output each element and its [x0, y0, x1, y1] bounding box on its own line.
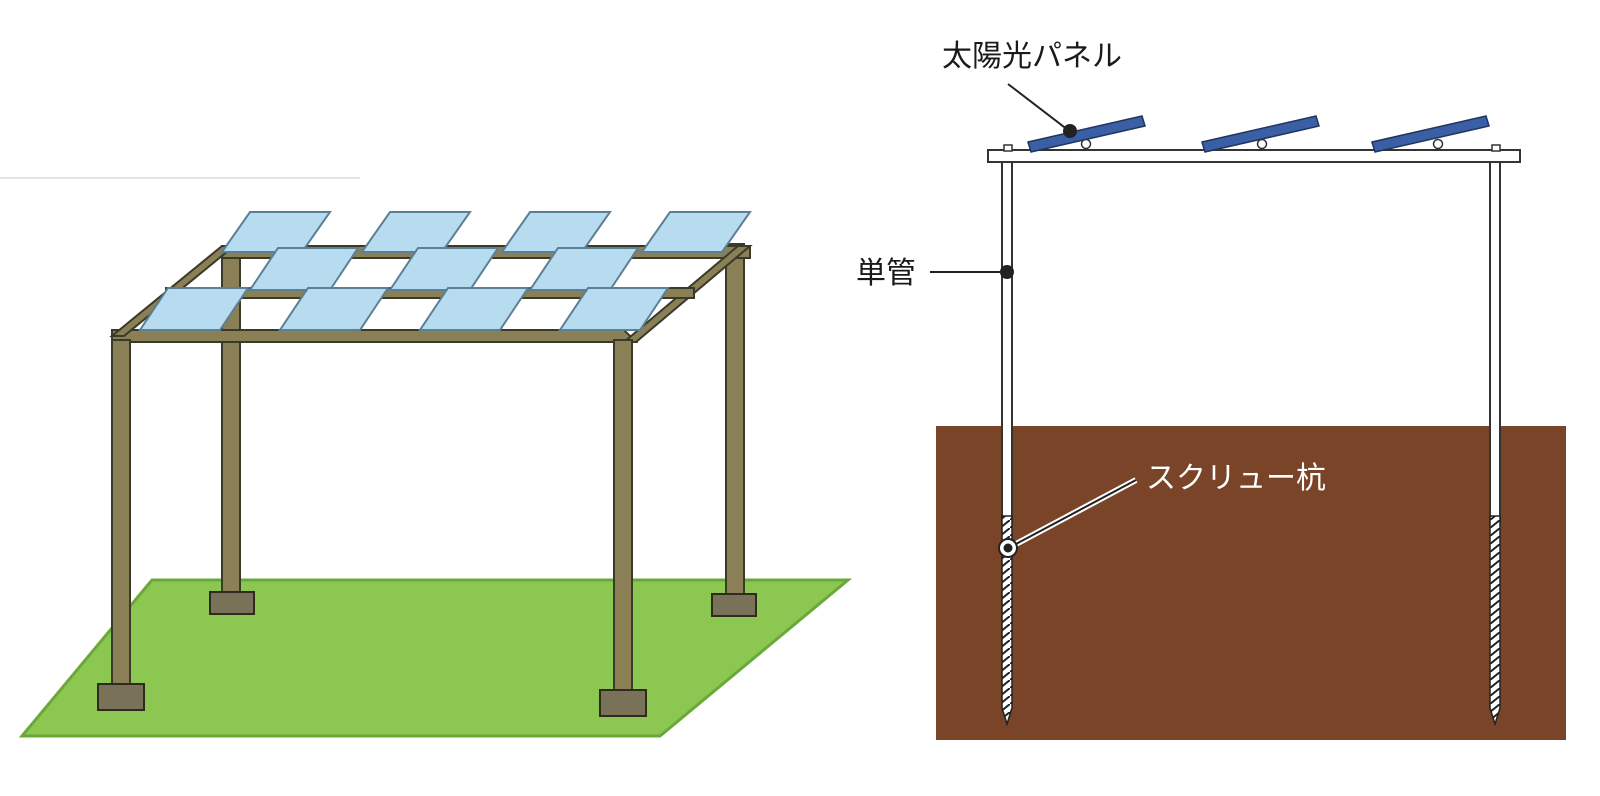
- section-panel-2: [1201, 115, 1320, 153]
- screw-pile-right: [1489, 515, 1501, 727]
- leader-screw-pile: [1015, 479, 1137, 545]
- footing-front-right: [599, 689, 647, 717]
- single-pipe-right: [1489, 159, 1501, 525]
- section-solar-panels: [1027, 115, 1490, 153]
- horizontal-beam: [987, 149, 1521, 163]
- panel-front-3: [418, 287, 530, 331]
- post-front-left: [111, 339, 131, 693]
- panel-front-2: [278, 287, 390, 331]
- beam-cap-left: [1003, 144, 1013, 152]
- dot-screw-pile: [1003, 543, 1013, 553]
- dot-single-pipe: [1000, 265, 1014, 279]
- panel-front-1: [138, 287, 250, 331]
- soil-ground: [936, 426, 1566, 740]
- footing-back-left: [209, 591, 255, 615]
- screw-pile-left: [1001, 515, 1013, 727]
- label-solar-panel: 太陽光パネル: [942, 39, 1122, 74]
- panel-back-4: [640, 211, 752, 253]
- footing-back-right: [711, 593, 757, 617]
- single-pipe-left: [1001, 159, 1013, 525]
- footing-front-left: [97, 683, 145, 711]
- solar-panel-array: [138, 211, 752, 331]
- label-single-pipe: 単管: [856, 256, 916, 291]
- pergola-illustration: [0, 177, 853, 738]
- section-panel-1: [1027, 115, 1146, 153]
- label-screw-pile: スクリュー杭: [1146, 461, 1326, 496]
- footings: [97, 591, 757, 717]
- post-front-right: [613, 339, 633, 699]
- cross-section-diagram: 太陽光パネル 単管 スクリュー杭: [856, 39, 1566, 740]
- leader-solar-panel: [1007, 83, 1069, 131]
- panel-front-4: [558, 287, 670, 331]
- section-panel-3: [1371, 115, 1490, 153]
- post-back-right: [725, 243, 745, 607]
- dot-solar-panel: [1063, 124, 1077, 138]
- beam-cap-right: [1491, 144, 1501, 152]
